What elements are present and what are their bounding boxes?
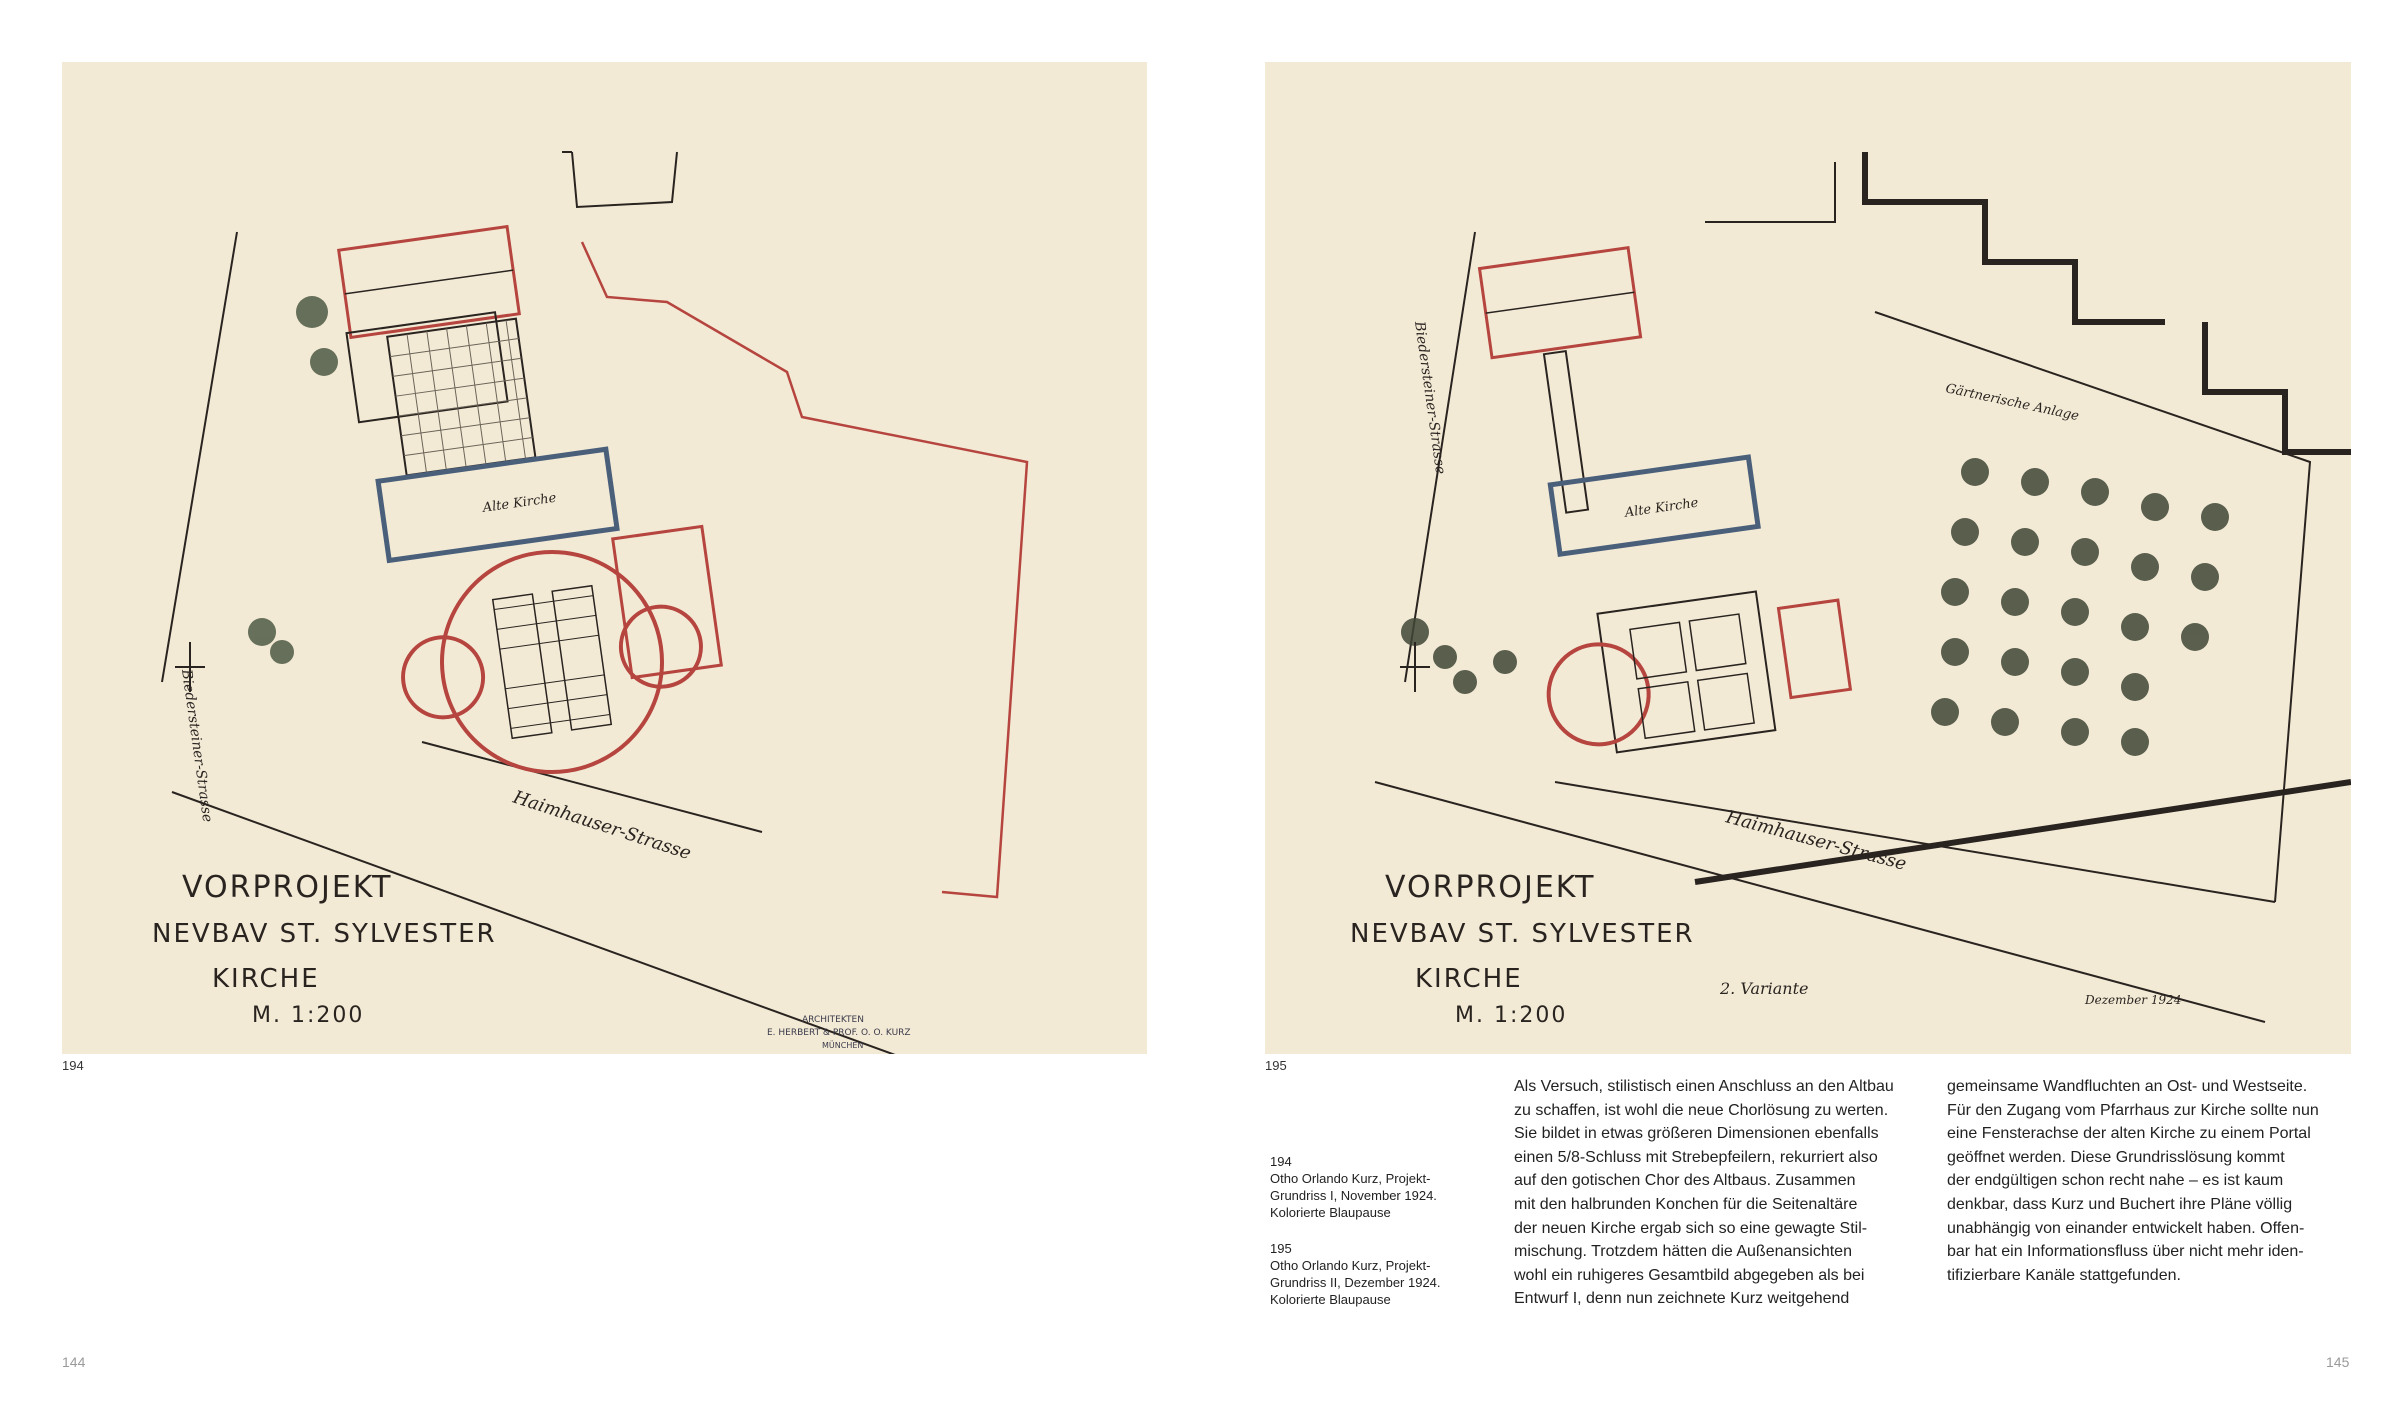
body-line: der endgültigen schon recht nahe – es is… (1947, 1172, 2284, 1190)
figure-number-195: 195 (1265, 1058, 1287, 1073)
body-line: wohl ein ruhigeres Gesamtbild abgegeben … (1514, 1266, 1865, 1284)
caption-line: Otho Orlando Kurz, Projekt- (1270, 1171, 1431, 1186)
body-line: der neuen Kirche ergab sich so eine gewa… (1514, 1219, 1868, 1237)
drawing-scale: M. 1:200 (1455, 1003, 1567, 1028)
body-line: Für den Zugang vom Pfarrhaus zur Kirche … (1947, 1101, 2319, 1119)
drawing-title-line-2: NEVBAV ST. SYLVESTER (1350, 919, 1695, 949)
caption-line: Kolorierte Blaupause (1270, 1205, 1391, 1220)
figure-number-194: 194 (62, 1058, 84, 1073)
body-line: zu schaffen, ist wohl die neue Chorlösun… (1514, 1101, 1889, 1119)
body-line: gemeinsame Wandfluchten an Ost- und West… (1947, 1078, 2308, 1095)
body-line: Entwurf I, denn nun zeichnete Kurz weitg… (1514, 1290, 1850, 1308)
body-line: denkbar, dass Kurz und Buchert ihre Plän… (1947, 1195, 2293, 1213)
floor-plan-drawing: Alte Kirche Gärtnerische Anlage (1350, 152, 2351, 1028)
figure-caption: 194 Otho Orlando Kurz, Projekt- Grundris… (1270, 1153, 1480, 1221)
body-line: einen 5/8-Schluss mit Strebepfeilern, re… (1514, 1148, 1878, 1166)
figure-caption: 195 Otho Orlando Kurz, Projekt- Grundris… (1270, 1240, 1480, 1308)
street-label-south: Haimhauser-Strasse (510, 786, 694, 864)
body-line: mischung. Trotzdem hätten die Außenansic… (1514, 1243, 1852, 1261)
architect-stamp-line-2: E. HERBERT & PROF. O. O. KURZ (767, 1028, 911, 1038)
room-label-alte-kirche: Alte Kirche (1623, 496, 1700, 521)
plan-image-194: Alte Kirche Biedersteiner-Strasse Haimha… (62, 62, 1147, 1054)
drawing-title-line-3: KIRCHE (212, 964, 320, 994)
svg-text:Haimhauser-Strasse: Haimhauser-Strasse (510, 786, 694, 864)
body-line: Als Versuch, stilistisch einen Anschluss… (1514, 1078, 1894, 1095)
plan-image-195: Alte Kirche Gärtnerische Anlage (1265, 62, 2351, 1054)
body-line: auf den gotischen Chor des Altbaus. Zusa… (1514, 1172, 1856, 1190)
drawing-date: Dezember 1924 (2084, 993, 2181, 1007)
body-line: geöffnet werden. Diese Grundrisslösung k… (1947, 1148, 2285, 1166)
body-line: tifizierbare Kanäle stattgefunden. (1947, 1266, 2181, 1284)
body-line: mit den halbrunden Konchen für die Seite… (1514, 1195, 1858, 1213)
caption-line: Otho Orlando Kurz, Projekt- (1270, 1258, 1431, 1273)
caption-line: Grundriss II, Dezember 1924. (1270, 1275, 1441, 1290)
caption-number: 195 (1270, 1241, 1292, 1256)
architect-stamp-line-1: ARCHITEKTEN (802, 1015, 864, 1025)
variant-label: 2. Variante (1719, 979, 1808, 998)
body-line: Sie bildet in etwas größeren Dimensionen… (1514, 1125, 1879, 1143)
drawing-title-line-2: NEVBAV ST. SYLVESTER (152, 919, 497, 949)
body-line: unabhängig von einander entwickelt haben… (1947, 1219, 2305, 1237)
street-label-west: Biedersteiner-Strasse (1411, 319, 1448, 475)
drawing-title-line-1: VORPROJEKT (182, 870, 392, 905)
svg-text:Biedersteiner-Strasse: Biedersteiner-Strasse (1411, 319, 1448, 475)
caption-line: Kolorierte Blaupause (1270, 1292, 1391, 1307)
page-number-left: 144 (62, 1354, 86, 1370)
garden-label: Gärtnerische Anlage (1944, 381, 2080, 424)
body-text-column-1: Als Versuch, stilistisch einen Anschluss… (1514, 1075, 1914, 1311)
body-line: bar hat ein Informationsfluss über nicht… (1947, 1243, 2304, 1261)
floor-plan-drawing: Alte Kirche Biedersteiner-Strasse Haimha… (152, 151, 1029, 1054)
caption-number: 194 (1270, 1154, 1292, 1169)
drawing-scale: M. 1:200 (252, 1003, 364, 1028)
svg-text:Biedersteiner-Strasse: Biedersteiner-Strasse (178, 667, 215, 823)
room-label-alte-kirche: Alte Kirche (481, 491, 558, 516)
caption-line: Grundriss I, November 1924. (1270, 1188, 1437, 1203)
body-text-column-2: gemeinsame Wandfluchten an Ost- und West… (1947, 1075, 2347, 1287)
street-label-west: Biedersteiner-Strasse (178, 667, 215, 823)
drawing-title-line-3: KIRCHE (1415, 964, 1523, 994)
page-number-right: 145 (2326, 1354, 2350, 1370)
body-line: eine Fensterachse der alten Kirche zu ei… (1947, 1125, 2311, 1143)
drawing-title-line-1: VORPROJEKT (1385, 870, 1595, 905)
architect-stamp-line-3: MÜNCHEN (822, 1040, 863, 1050)
